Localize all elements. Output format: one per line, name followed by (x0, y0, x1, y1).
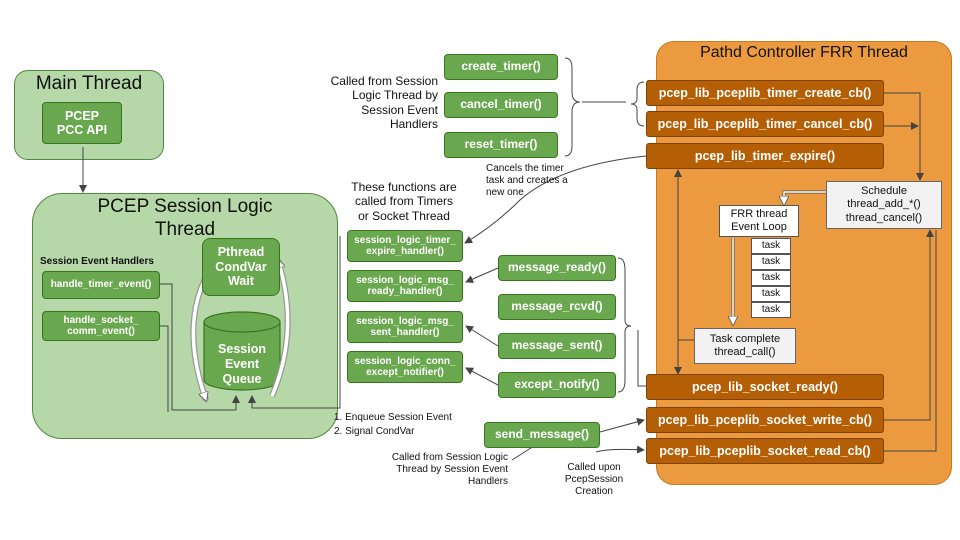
session-event-queue-cylinder (203, 311, 281, 391)
reset-timer-note: Cancels the timer task and creates a new… (486, 163, 568, 198)
reset-timer-box: reset_timer() (444, 132, 558, 158)
timer-expire-box: pcep_lib_timer_expire() (646, 143, 884, 169)
msg-ready-handler-box: session_logic_msg_ ready_handler() (347, 270, 463, 302)
schedule-box: Schedule thread_add_*() thread_cancel() (826, 181, 942, 229)
session-event-queue-label: Session Event Queue (218, 342, 266, 386)
enqueue-signal-note: 1. Enqueue Session Event 2. Signal CondV… (334, 412, 452, 437)
pthread-condvar-wait-box: Pthread CondVar Wait (202, 238, 280, 296)
socket-read-cb-box: pcep_lib_pceplib_socket_read_cb() (646, 438, 884, 464)
message-rcvd-box: message_rcvd() (498, 294, 616, 320)
socket-write-cb-box: pcep_lib_pceplib_socket_write_cb() (646, 407, 884, 433)
task-item: task (751, 270, 791, 286)
except-notify-box: except_notify() (498, 372, 616, 398)
handle-socket-comm-event-box: handle_socket_ comm_event() (42, 311, 160, 341)
pcc-api-box: PCEP PCC API (42, 102, 122, 144)
timer-cancel-cb-box: pcep_lib_pceplib_timer_cancel_cb() (646, 111, 884, 137)
timer-caller-caption: Called from Session Logic Thread by Sess… (330, 74, 438, 132)
message-sent-box: message_sent() (498, 333, 616, 359)
task-item: task (751, 286, 791, 302)
callbacks-caption: These functions are called from Timers o… (351, 180, 457, 223)
socket-ready-box: pcep_lib_socket_ready() (646, 374, 884, 400)
msg-sent-handler-box: session_logic_msg_ sent_handler() (347, 311, 463, 343)
session-event-handlers-label: Session Event Handlers (40, 256, 154, 267)
timer-expire-handler-box: session_logic_timer_ expire_handler() (347, 230, 463, 262)
main-thread-title: Main Thread (35, 73, 143, 94)
session-logic-title: PCEP Session Logic Thread (97, 196, 273, 240)
cancel-timer-box: cancel_timer() (444, 92, 558, 118)
task-item: task (751, 254, 791, 270)
frr-thread-title: Pathd Controller FRR Thread (700, 44, 908, 61)
message-ready-box: message_ready() (498, 255, 616, 281)
handle-timer-event-box: handle_timer_event() (42, 271, 160, 299)
session-creation-note: Called upon PcepSession Creation (564, 462, 624, 497)
task-item: task (751, 238, 791, 254)
timer-create-cb-box: pcep_lib_pceplib_timer_create_cb() (646, 80, 884, 106)
create-timer-box: create_timer() (444, 54, 558, 80)
event-loop-box: FRR thread Event Loop (719, 205, 799, 237)
task-item: task (751, 302, 791, 318)
conn-except-notifier-box: session_logic_conn_ except_notifier() (347, 351, 463, 383)
task-complete-box: Task complete thread_call() (694, 328, 796, 364)
send-message-box: send_message() (484, 422, 600, 448)
send-message-caption: Called from Session Logic Thread by Sess… (391, 452, 508, 487)
